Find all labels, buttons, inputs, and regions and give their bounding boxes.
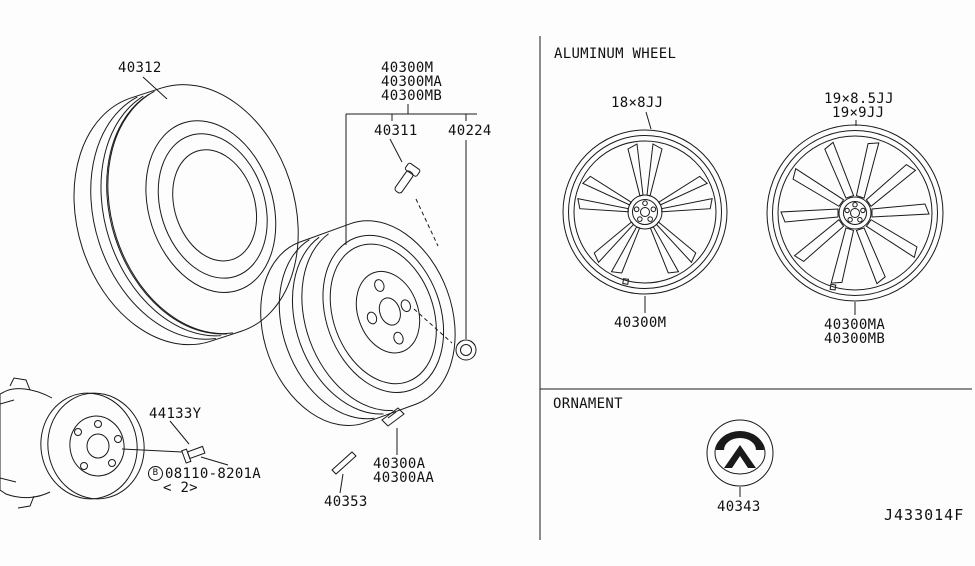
diagram-code: J433014F (884, 506, 965, 524)
infiniti-logo-peak (724, 445, 756, 468)
section-title-aluminum-wheel: ALUMINUM WHEEL (554, 46, 677, 62)
lug-nut-drawing (455, 339, 477, 361)
leader-lines (121, 76, 857, 497)
part-label-tire: 40312 (118, 60, 162, 76)
steel-wheel-drawing (260, 220, 456, 427)
section-dividers (539, 36, 972, 540)
clip-drawing (381, 407, 405, 427)
label-alu18-size: 18×8JJ (611, 95, 664, 111)
part-label-weight: 40353 (324, 494, 368, 510)
part-label-wheel-group-2: 40300MA (381, 74, 443, 90)
alu-wheel-19-drawing (766, 124, 944, 302)
ornament-drawing (706, 419, 774, 487)
part-label-bolt: 08110-8201A (165, 465, 262, 482)
part-label-bolt-row: B 08110-8201A (148, 466, 261, 481)
section-title-ornament: ORNAMENT (553, 396, 623, 412)
part-label-lug-nut: 40224 (448, 123, 492, 139)
part-label-hub: 44133Y (149, 406, 202, 422)
part-label-bolt-qty: < 2> (163, 480, 198, 496)
part-label-wheel-group-1: 40300M (381, 60, 434, 76)
circled-b-icon: B (148, 466, 163, 481)
valve-stem-drawing (394, 162, 421, 194)
hub-bolt-drawing (181, 445, 206, 464)
brake-assembly-drawing (0, 377, 145, 509)
balance-weight-drawing (331, 451, 357, 475)
part-label-alu19-2: 40300MB (824, 331, 886, 347)
label-alu19-size-1: 19×8.5JJ (824, 91, 894, 107)
part-label-alu18: 40300M (614, 315, 667, 331)
part-label-wheel-group-3: 40300MB (381, 88, 443, 104)
infiniti-logo-arc (716, 431, 764, 450)
alu-wheel-18-drawing (562, 129, 728, 295)
label-alu19-size-2: 19×9JJ (832, 105, 885, 121)
part-label-valve: 40311 (374, 123, 418, 139)
tire-drawing (73, 84, 299, 346)
part-label-alu19-1: 40300MA (824, 317, 886, 333)
part-label-clip-aa: 40300AA (373, 470, 435, 486)
part-label-ornament: 40343 (717, 499, 761, 515)
part-label-clip-a: 40300A (373, 456, 426, 472)
